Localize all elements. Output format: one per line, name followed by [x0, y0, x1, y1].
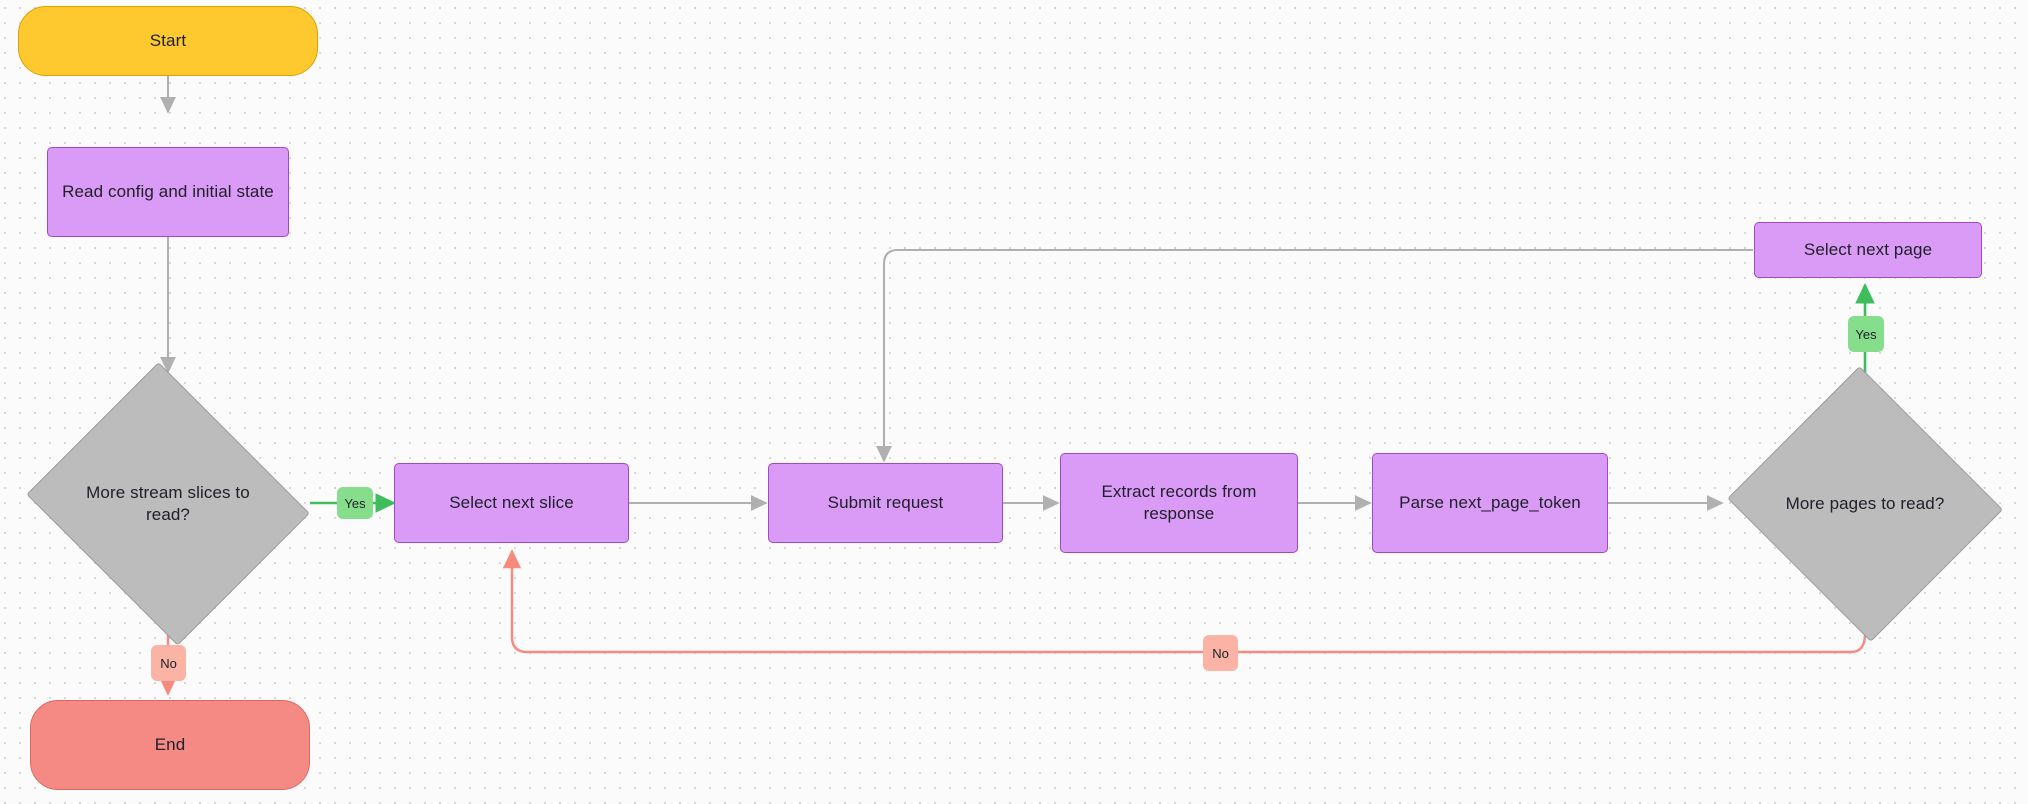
node-read-config-label: Read config and initial state — [62, 181, 274, 201]
node-end[interactable]: End — [30, 700, 310, 790]
node-start[interactable]: Start — [18, 6, 318, 76]
edge-label-text: No — [1212, 645, 1229, 661]
node-parse-next-page-token-label: Parse next_page_token — [1399, 492, 1581, 512]
node-parse-next-page-token[interactable]: Parse next_page_token — [1372, 453, 1608, 553]
node-submit-request-label: Submit request — [827, 492, 944, 512]
node-more-stream-slices-label: More stream slices to read? — [86, 482, 250, 524]
edge-next-page-to-submit — [876, 248, 1753, 463]
node-submit-request[interactable]: Submit request — [768, 463, 1003, 543]
edge-label-more-slices-yes: Yes — [337, 487, 373, 519]
node-more-stream-slices[interactable]: More stream slices to read? — [18, 362, 318, 646]
edge-more-pages-no-to-next-slice — [502, 549, 1867, 654]
node-select-next-page-label: Select next page — [1803, 239, 1933, 259]
node-select-next-page[interactable]: Select next page — [1754, 222, 1982, 278]
node-start-label: Start — [149, 30, 187, 50]
edge-label-text: Yes — [1855, 326, 1877, 342]
edge-label-more-pages-no: No — [1203, 635, 1238, 671]
edge-label-more-pages-yes: Yes — [1848, 316, 1884, 352]
node-end-label: End — [154, 734, 186, 754]
node-more-pages-label: More pages to read? — [1785, 493, 1945, 513]
node-extract-records-label: Extract records from response — [1101, 481, 1257, 523]
node-select-next-slice[interactable]: Select next slice — [394, 463, 629, 543]
node-extract-records[interactable]: Extract records from response — [1060, 453, 1298, 553]
node-more-pages[interactable]: More pages to read? — [1723, 366, 2007, 642]
node-select-next-slice-label: Select next slice — [449, 492, 574, 512]
edge-label-text: Yes — [344, 495, 366, 511]
edge-label-more-slices-no: No — [151, 645, 186, 681]
edge-label-text: No — [160, 655, 177, 671]
node-read-config[interactable]: Read config and initial state — [47, 147, 289, 237]
